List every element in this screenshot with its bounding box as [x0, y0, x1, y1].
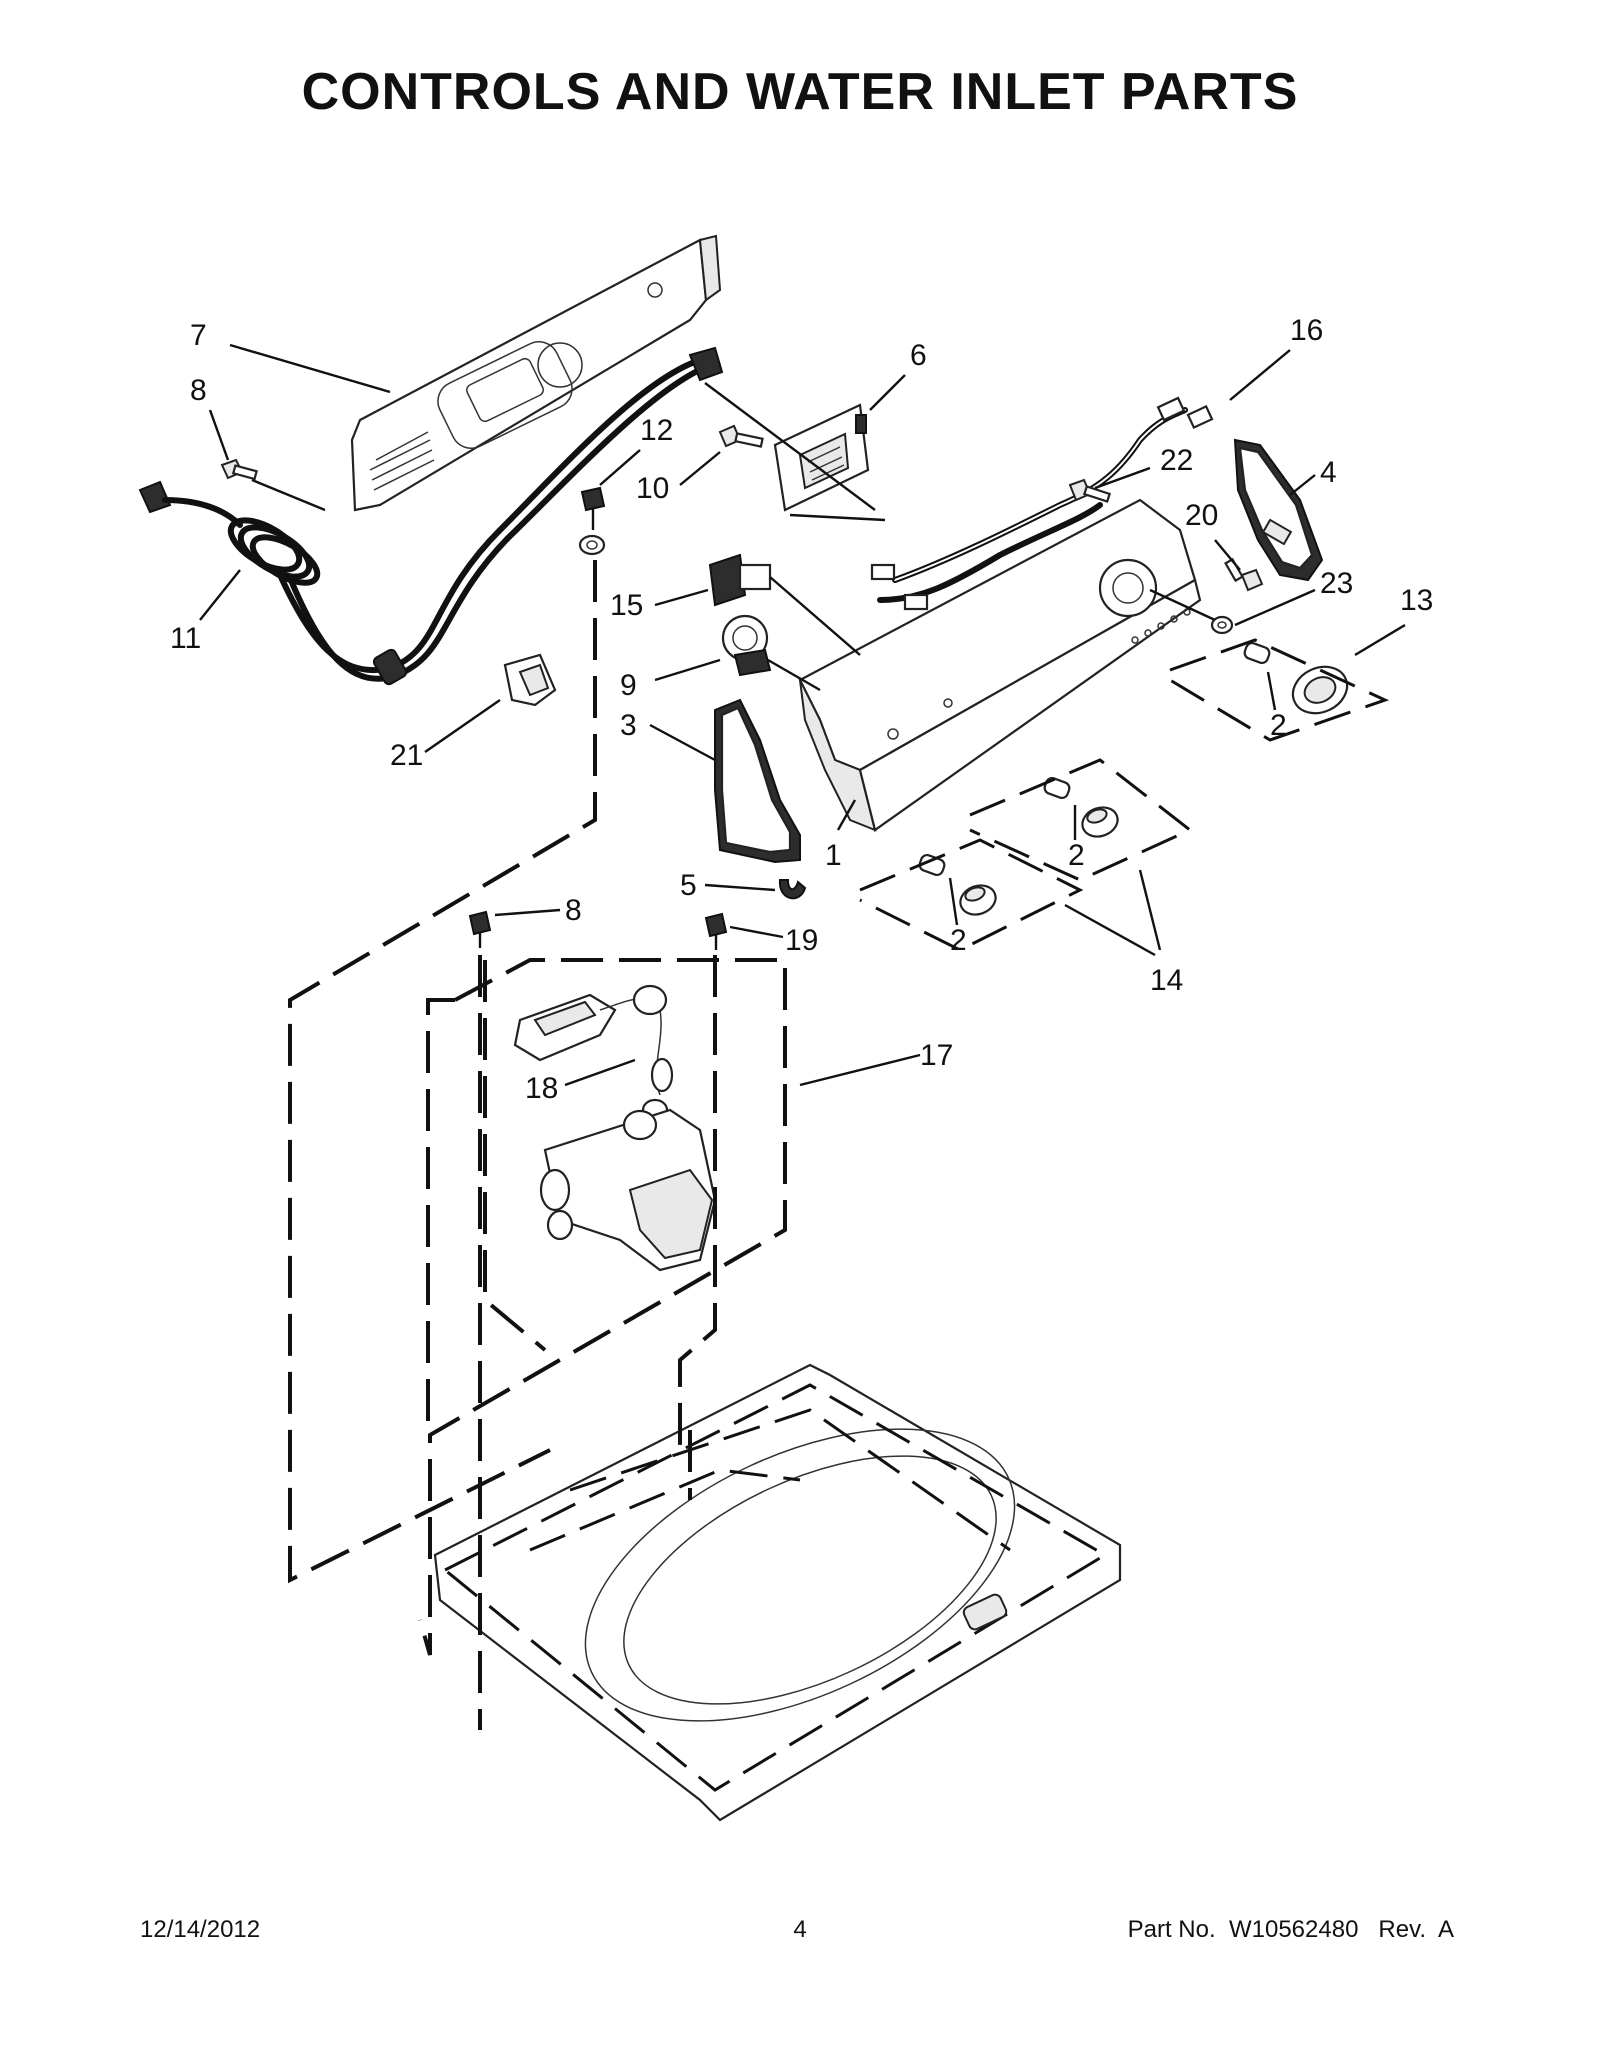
part-14-button-mid — [1081, 806, 1119, 838]
callout-3: 3 — [620, 709, 637, 742]
footer-date: 12/14/2012 — [140, 1916, 261, 1943]
part-10-screw — [718, 424, 764, 448]
page-title: CONTROLS AND WATER INLET PARTS — [301, 63, 1299, 121]
callout-2-low: 2 — [950, 924, 967, 957]
part-7-console-back-panel — [350, 234, 722, 512]
callout-15: 15 — [610, 589, 643, 622]
callout-22: 22 — [1160, 444, 1193, 477]
part-19-screw — [704, 912, 728, 950]
callout-14: 14 — [1150, 964, 1183, 997]
callout-16: 16 — [1290, 314, 1323, 347]
callout-18: 18 — [525, 1072, 558, 1105]
leader-lines — [199, 343, 1406, 1087]
callout-19: 19 — [785, 924, 818, 957]
callout-1: 1 — [825, 839, 842, 872]
part-8-screw-lower — [468, 910, 492, 948]
callout-9: 9 — [620, 669, 637, 702]
part-8-screw-upper — [220, 458, 258, 481]
footer-page-number: 4 — [793, 1916, 807, 1943]
part-15-lid-switch — [708, 553, 861, 656]
part-5-clip — [778, 879, 807, 900]
callout-2-mid: 2 — [1068, 839, 1085, 872]
callout-13: 13 — [1400, 584, 1433, 617]
footer-part-number: Part No. W10562480 Rev. A — [1127, 1916, 1454, 1943]
callout-8-upper: 8 — [190, 374, 207, 407]
part-6-control-board — [773, 403, 870, 512]
part-3-end-cap-left — [714, 698, 801, 864]
callout-11: 11 — [170, 622, 201, 655]
callout-17: 17 — [920, 1039, 953, 1072]
callout-4: 4 — [1320, 456, 1337, 489]
part-20-screw — [1224, 557, 1264, 592]
part-22-screw — [1068, 478, 1112, 503]
part-6-assembly-line-lower — [789, 513, 886, 522]
callout-12: 12 — [640, 414, 673, 447]
assembly-dash-lines — [288, 560, 1390, 1730]
callout-5: 5 — [680, 869, 697, 902]
part-23-washer — [1210, 615, 1234, 635]
callout-6: 6 — [910, 339, 927, 372]
part-21-cap — [503, 653, 557, 707]
callout-2-right: 2 — [1270, 709, 1287, 742]
callout-20: 20 — [1185, 499, 1218, 532]
part-6-assembly-line — [704, 382, 876, 511]
part-2-spring-mid — [1043, 776, 1071, 800]
callout-10: 10 — [636, 472, 669, 505]
part-9-pressure-switch — [721, 614, 821, 692]
callout-23: 23 — [1320, 567, 1353, 600]
callout-21: 21 — [390, 739, 423, 772]
part-4-end-cap-right — [1233, 438, 1324, 582]
callout-7: 7 — [190, 319, 207, 352]
washer-cabinet-top — [433, 1363, 1122, 1822]
part-2-spring-right — [1243, 641, 1271, 665]
callout-labels: 7 8 12 10 6 16 22 4 20 23 13 2 11 15 9 3… — [170, 314, 1433, 1105]
part-13-knob-right — [1291, 665, 1349, 715]
part-1-control-console — [798, 498, 1202, 832]
part-14-button-low — [959, 884, 997, 916]
part-23-assembly-line — [1149, 588, 1216, 622]
part-12-ground-screw — [578, 486, 606, 556]
callout-8-lower: 8 — [565, 894, 582, 927]
part-18-water-inlet-valve — [513, 984, 717, 1272]
part-11-power-cord — [138, 346, 724, 686]
part-8-assembly-line — [251, 478, 326, 512]
